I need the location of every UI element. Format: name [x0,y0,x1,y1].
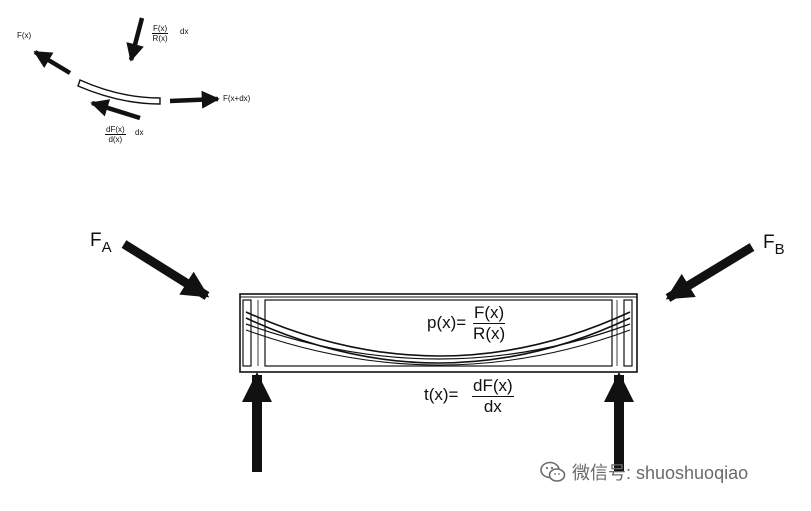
frac-pressure-num: F(x) [152,24,169,35]
frac-p-den: R(x) [473,323,506,343]
right-end-plate [623,299,633,367]
frac-shear: dF(x) d(x) [105,125,126,144]
label-f-x-dx: F(x+dx) [223,94,251,103]
arrow-f-x [33,50,72,75]
inner-frame [264,299,613,367]
frac-p-num: F(x) [473,303,506,324]
force-b-base: F [763,232,775,253]
beam-element [77,79,161,105]
watermark-text: 微信号: shuoshuoqiao [572,463,749,483]
frac-pressure: F(x) R(x) [152,24,169,44]
frac-shear-num: dF(x) [105,125,126,136]
frac-p: F(x) R(x) [473,303,506,343]
label-shear-dx: dx [135,128,144,137]
arrow-f-x-dx [169,90,220,109]
watermark: 微信号: shuoshuoqiao [540,459,748,485]
force-a-base: F [90,230,102,251]
label-t-lhs: t(x)= [424,385,459,404]
arrow-shear [90,99,141,121]
force-a-sub: A [101,239,112,256]
wechat-icon [540,461,566,482]
arrow-force-a [121,240,210,300]
label-f-x: F(x) [17,31,32,40]
arrow-pressure [126,17,145,62]
beam-strand-2 [245,317,631,364]
label-force-b: FB [763,232,785,258]
label-pressure-dx: dx [180,27,189,36]
arrow-force-b [665,243,755,302]
force-b-sub: B [774,241,785,258]
element-diagram [33,17,220,121]
frac-t-num: dF(x) [472,376,514,397]
beam-strand-1 [245,311,631,357]
label-force-a: FA [90,230,112,256]
frac-shear-den: d(x) [108,135,123,145]
beam-strand-4 [245,329,631,366]
label-p-lhs: p(x)= [427,313,467,332]
left-end-plate [242,299,252,367]
frac-pressure-den: R(x) [152,34,168,44]
frac-t: dF(x) dx [472,376,514,416]
frac-t-den: dx [483,396,502,416]
beam-diagram [121,240,755,472]
outer-frame [239,293,638,373]
beam-strand-3 [245,323,631,360]
